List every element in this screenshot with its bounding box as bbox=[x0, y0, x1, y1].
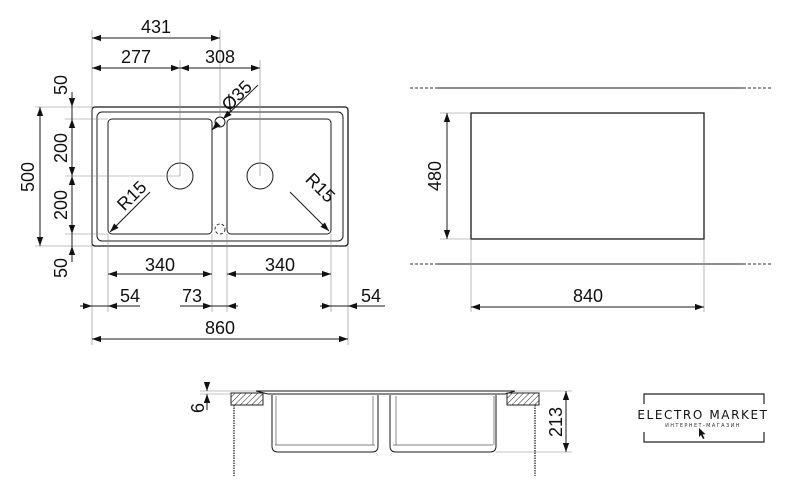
right-bowl bbox=[226, 118, 332, 235]
cursor-icon bbox=[699, 428, 706, 439]
dim-431: 431 bbox=[141, 17, 171, 37]
overflow-hole bbox=[214, 223, 226, 235]
dim-cutout-480: 480 bbox=[425, 161, 445, 191]
dim-tap-hole-diameter: Ø35 bbox=[218, 77, 256, 115]
dim-upper-200: 200 bbox=[51, 133, 71, 163]
dim-277: 277 bbox=[121, 47, 151, 67]
dim-right-bowl-340: 340 bbox=[265, 255, 295, 275]
logo-subtitle: ИНТЕРНЕТ-МАГАЗИН bbox=[665, 423, 741, 429]
cutout-rectangle bbox=[470, 112, 705, 240]
dim-rim-6: 6 bbox=[188, 403, 208, 413]
side-left-bowl bbox=[271, 395, 379, 453]
dim-lower-200: 200 bbox=[51, 190, 71, 220]
dim-500: 500 bbox=[18, 162, 38, 192]
logo-title: ELECTRO MARKET bbox=[637, 408, 768, 422]
left-bowl bbox=[107, 118, 213, 235]
electro-market-logo: ELECTRO MARKET ИНТЕРНЕТ-МАГАЗИН bbox=[637, 393, 768, 443]
sink-inner-rim bbox=[96, 111, 344, 242]
countertop-right bbox=[506, 392, 540, 406]
dim-divider-73: 73 bbox=[182, 286, 202, 306]
countertop-left bbox=[230, 392, 264, 406]
dim-left-edge-54: 54 bbox=[120, 286, 140, 306]
dim-right-edge-54: 54 bbox=[361, 286, 381, 306]
dim-radius-right: R15 bbox=[301, 169, 338, 206]
dim-depth-213: 213 bbox=[546, 407, 566, 437]
side-right-bowl bbox=[389, 395, 497, 453]
dim-top-50: 50 bbox=[51, 75, 71, 95]
dim-overall-860: 860 bbox=[205, 318, 235, 338]
dim-bottom-50: 50 bbox=[51, 258, 71, 278]
top-view: 431 277 308 Ø35 500 50 200 200 50 R15 R1… bbox=[18, 17, 385, 345]
dim-308: 308 bbox=[205, 47, 235, 67]
cutout-view: 480 840 bbox=[410, 87, 772, 312]
dim-radius-left: R15 bbox=[113, 177, 150, 214]
dim-cutout-840: 840 bbox=[573, 286, 603, 306]
dim-left-bowl-340: 340 bbox=[145, 255, 175, 275]
side-view: 6 213 bbox=[188, 382, 572, 476]
